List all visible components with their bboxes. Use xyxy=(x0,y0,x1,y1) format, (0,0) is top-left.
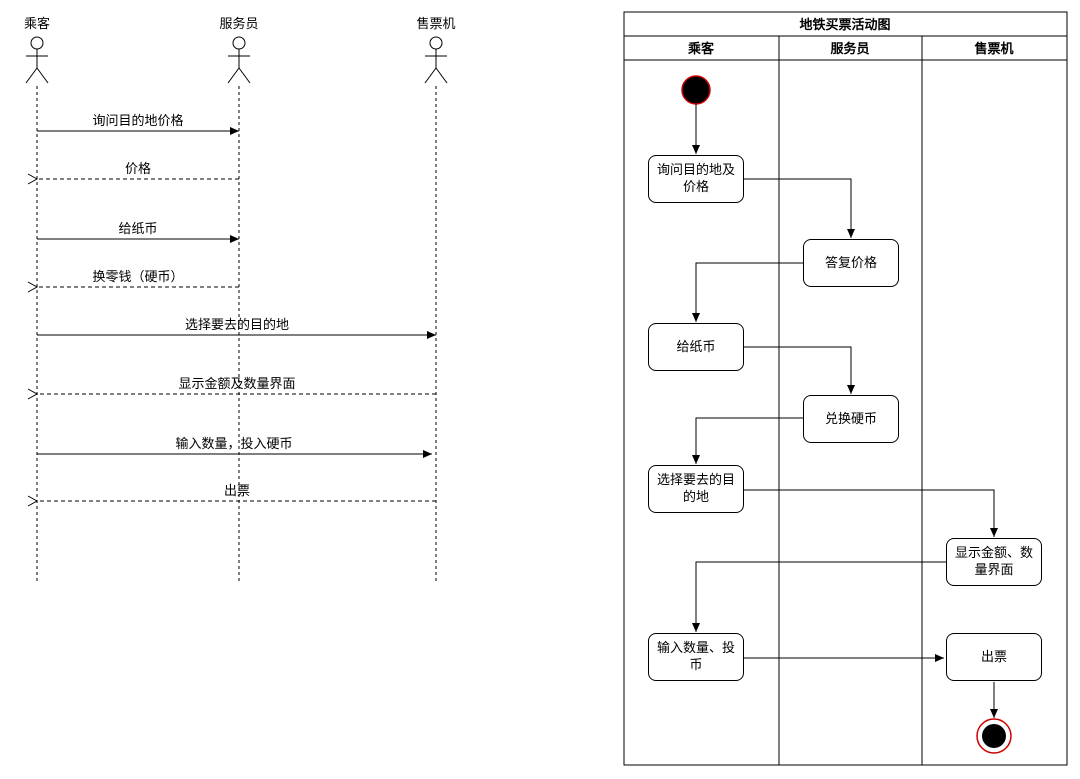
activity-node-exchange: 兑换硬币 xyxy=(803,395,899,443)
message-7: 输入数量，投入硬币 xyxy=(37,436,432,458)
actor-machine: 售票机 xyxy=(416,16,456,84)
actor-attendant: 服务员 xyxy=(219,16,259,84)
sequence-diagram: 乘客 服务员 售票机 xyxy=(24,16,456,582)
message-8: 出票 xyxy=(37,484,436,501)
message-label: 选择要去的目的地 xyxy=(185,317,289,333)
lane-header-machine: 售票机 xyxy=(974,41,1013,57)
message-label: 出票 xyxy=(224,484,250,499)
message-label: 显示金额及数量界面 xyxy=(178,376,295,392)
actor-attendant-label: 服务员 xyxy=(219,16,258,32)
message-label: 询问目的地价格 xyxy=(92,113,183,129)
message-label: 价格 xyxy=(125,161,151,177)
stick-figure-icon xyxy=(424,36,448,84)
message-5: 选择要去的目的地 xyxy=(37,317,436,339)
activity-node-give: 给纸币 xyxy=(648,323,744,371)
lane-header-attendant: 服务员 xyxy=(830,41,869,57)
activity-node-show: 显示金额、数量界面 xyxy=(946,538,1042,586)
message-6: 显示金额及数量界面 xyxy=(37,376,436,394)
start-node xyxy=(681,75,711,105)
actor-machine-label: 售票机 xyxy=(416,16,455,32)
message-3: 给纸币 xyxy=(37,222,239,243)
message-label: 输入数量，投入硬币 xyxy=(175,436,292,452)
message-2: 价格 xyxy=(37,161,239,179)
message-label: 给纸币 xyxy=(118,222,157,237)
actor-passenger-label: 乘客 xyxy=(24,16,50,32)
activity-node-ask: 询问目的地及价格 xyxy=(648,155,744,203)
actor-passenger: 乘客 xyxy=(24,16,50,84)
lane-header-passenger: 乘客 xyxy=(687,41,715,57)
end-node xyxy=(976,718,1012,754)
stick-figure-icon xyxy=(25,36,49,84)
activity-title: 地铁买票活动图 xyxy=(799,17,890,33)
activity-node-input: 输入数量、投币 xyxy=(648,633,744,681)
activity-node-select: 选择要去的目的地 xyxy=(648,465,744,513)
activity-node-reply: 答复价格 xyxy=(803,239,899,287)
stick-figure-icon xyxy=(227,36,251,84)
message-1: 询问目的地价格 xyxy=(37,113,239,135)
activity-edges xyxy=(692,104,998,718)
message-4: 换零钱（硬币） xyxy=(37,270,239,287)
activity-node-ticket: 出票 xyxy=(946,633,1042,681)
message-label: 换零钱（硬币） xyxy=(92,270,183,285)
